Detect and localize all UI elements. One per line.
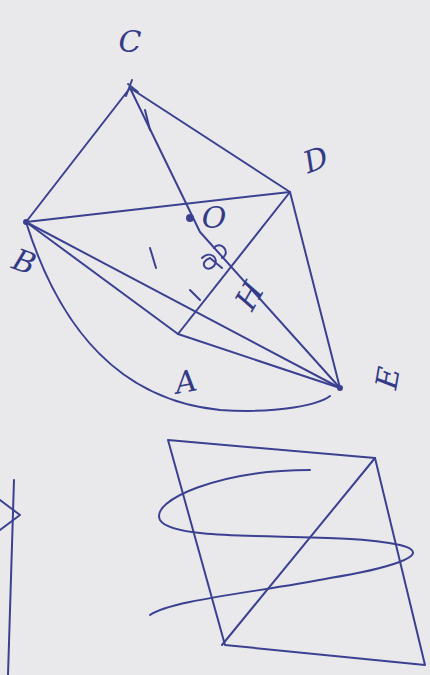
point-label: H — [230, 277, 269, 315]
point-label: A — [173, 365, 200, 398]
point-label: C — [119, 27, 142, 57]
point-label: O — [202, 203, 227, 233]
point-label: D — [300, 142, 333, 178]
point-label: E — [371, 365, 404, 392]
point-label: B — [9, 244, 40, 280]
